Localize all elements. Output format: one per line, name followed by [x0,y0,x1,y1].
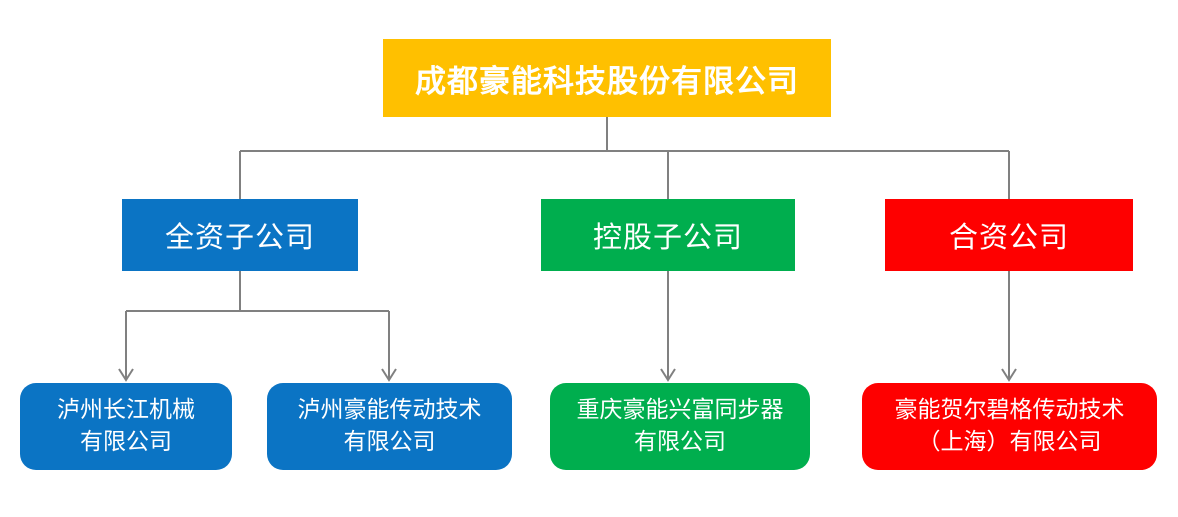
company-label-line: 有限公司 [634,428,726,455]
company-node-luzhou-haoneng: 泸州豪能传动技术 有限公司 [267,383,512,470]
category-label: 全资子公司 [164,220,315,254]
company-label-line: 有限公司 [80,428,172,455]
company-label-line: 重庆豪能兴富同步器 [576,397,784,424]
category-node-joint-venture: 合资公司 [885,199,1133,271]
category-label: 控股子公司 [592,220,743,254]
root-company-node: 成都豪能科技股份有限公司 [383,39,831,117]
company-node-luzhou-changjiang: 泸州长江机械 有限公司 [20,383,232,470]
arrowhead-down-icon [660,368,676,382]
company-node-hoerbiger-shanghai: 豪能贺尔碧格传动技术 （上海）有限公司 [862,383,1157,470]
arrowhead-down-icon [118,368,134,382]
root-company-label: 成都豪能科技股份有限公司 [415,63,799,100]
arrowhead-down-icon [381,368,397,382]
company-label-line: 泸州长江机械 [57,397,195,424]
connectors [118,116,1017,382]
company-label-line: 豪能贺尔碧格传动技术 [894,397,1125,424]
category-label: 合资公司 [948,220,1069,254]
arrowhead-down-icon [1001,368,1017,382]
company-label-line: 泸州豪能传动技术 [297,397,482,424]
category-node-holding: 控股子公司 [541,199,795,271]
company-node-chongqing-xingfu: 重庆豪能兴富同步器 有限公司 [550,383,810,470]
company-label-line: 有限公司 [343,428,436,455]
company-label-line: （上海）有限公司 [917,428,1102,455]
category-node-wholly-owned: 全资子公司 [122,199,358,271]
